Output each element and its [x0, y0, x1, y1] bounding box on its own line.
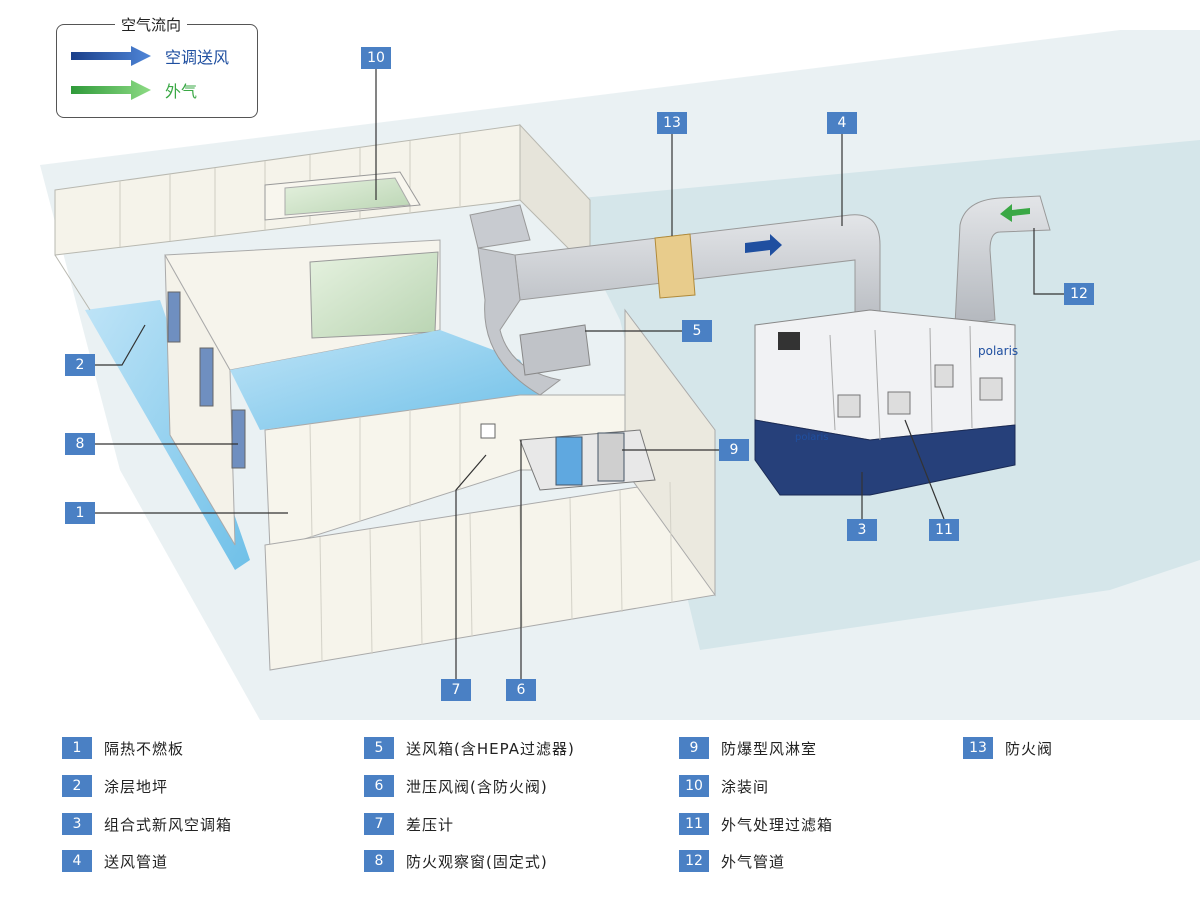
key-num-9: 9 — [679, 737, 709, 759]
cleanroom-illustration: polaris polaris — [40, 30, 1200, 720]
callout-13: 13 — [657, 112, 687, 134]
inner-room-floor — [230, 330, 540, 430]
supply-duct — [514, 214, 881, 336]
key-num-1: 1 — [62, 737, 92, 759]
key-item-7: 7 差压计 — [364, 813, 454, 835]
callout-1: 1 — [65, 502, 95, 524]
key-item-2: 2 涂层地坪 — [62, 775, 168, 797]
key-label-4: 送风管道 — [104, 852, 169, 871]
key-item-10: 10 涂装间 — [679, 775, 769, 797]
leader-lines — [95, 69, 1064, 679]
blue-arrow-icon — [71, 46, 151, 66]
key-num-6: 6 — [364, 775, 394, 797]
brand-logo-side: polaris — [795, 432, 828, 443]
key-item-12: 12 外气管道 — [679, 850, 785, 872]
key-label-2: 涂层地坪 — [104, 777, 169, 796]
key-item-4: 4 送风管道 — [62, 850, 168, 872]
key-num-8: 8 — [364, 850, 394, 872]
key-num-4: 4 — [62, 850, 92, 872]
window — [231, 409, 246, 469]
key-item-13: 13 防火阀 — [963, 737, 1053, 759]
callout-7: 7 — [441, 679, 471, 701]
legend-row-supply: 空调送风 — [71, 43, 229, 69]
coated-floor — [85, 300, 250, 570]
legend-supply-label: 空调送风 — [165, 48, 230, 67]
pressure-gauge — [480, 423, 496, 439]
legend-row-outside-air: 外气 — [71, 77, 197, 103]
key-label-7: 差压计 — [406, 815, 455, 834]
window — [167, 291, 181, 343]
key-num-11: 11 — [679, 813, 709, 835]
key-label-10: 涂装间 — [721, 777, 770, 796]
key-num-5: 5 — [364, 737, 394, 759]
legend-outside-air-label: 外气 — [165, 82, 198, 101]
key-item-1: 1 隔热不燃板 — [62, 737, 184, 759]
air-handling-unit: polaris polaris — [754, 309, 1018, 496]
window — [199, 347, 214, 407]
key-label-12: 外气管道 — [721, 852, 786, 871]
callout-6: 6 — [506, 679, 536, 701]
key-label-3: 组合式新风空调箱 — [104, 815, 233, 834]
callout-2: 2 — [65, 354, 95, 376]
air-flow-legend-title: 空气流向 — [115, 14, 188, 35]
callout-9: 9 — [719, 439, 749, 461]
callout-11: 11 — [929, 519, 959, 541]
key-item-3: 3 组合式新风空调箱 — [62, 813, 232, 835]
callout-10: 10 — [361, 47, 391, 69]
key-label-8: 防火观察窗(固定式) — [406, 852, 548, 871]
key-num-3: 3 — [62, 813, 92, 835]
key-num-2: 2 — [62, 775, 92, 797]
green-arrow-icon — [71, 80, 151, 100]
key-label-13: 防火阀 — [1005, 739, 1054, 758]
key-item-8: 8 防火观察窗(固定式) — [364, 850, 548, 872]
callout-8: 8 — [65, 433, 95, 455]
key-label-9: 防爆型风淋室 — [721, 739, 818, 758]
key-item-9: 9 防爆型风淋室 — [679, 737, 817, 759]
callout-12: 12 — [1064, 283, 1094, 305]
key-num-12: 12 — [679, 850, 709, 872]
key-label-1: 隔热不燃板 — [104, 739, 185, 758]
key-label-6: 泄压风阀(含防火阀) — [406, 777, 548, 796]
key-num-10: 10 — [679, 775, 709, 797]
key-label-5: 送风箱(含HEPA过滤器) — [406, 739, 575, 758]
key-num-7: 7 — [364, 813, 394, 835]
outside-air-duct — [954, 195, 1051, 326]
key-item-6: 6 泄压风阀(含防火阀) — [364, 775, 548, 797]
supply-box — [519, 324, 591, 376]
key-item-5: 5 送风箱(含HEPA过滤器) — [364, 737, 575, 759]
key-label-11: 外气处理过滤箱 — [721, 815, 834, 834]
callout-3: 3 — [847, 519, 877, 541]
fire-damper — [654, 233, 696, 299]
brand-logo-top: polaris — [978, 344, 1018, 358]
air-flow-legend: 空气流向 空调送风 外气 — [56, 14, 258, 118]
key-num-13: 13 — [963, 737, 993, 759]
callout-5: 5 — [682, 320, 712, 342]
callout-4: 4 — [827, 112, 857, 134]
key-item-11: 11 外气处理过滤箱 — [679, 813, 833, 835]
